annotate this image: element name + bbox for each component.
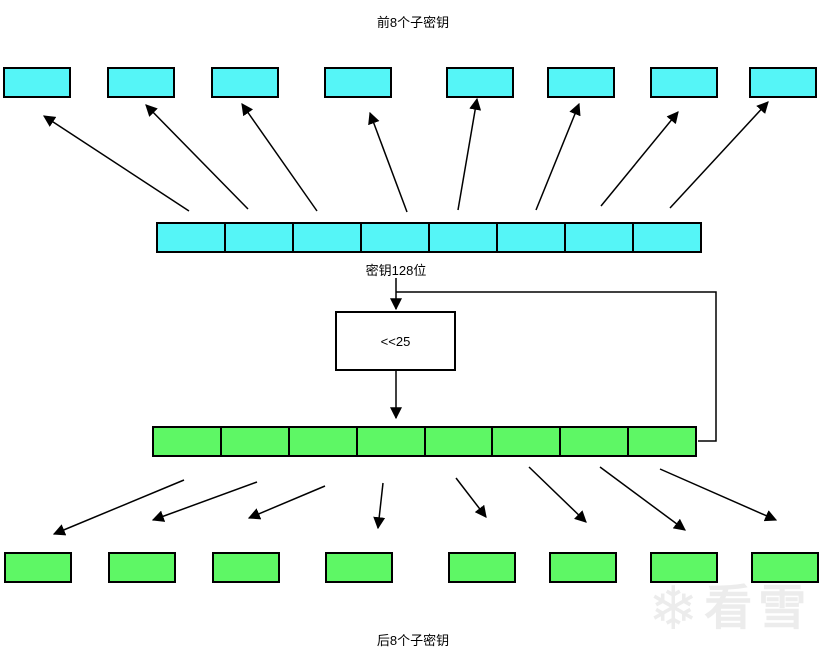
top-subkey-box-4: [324, 67, 392, 98]
arrow-shifted-to-bottom-subkey-4: [373, 482, 386, 530]
arrow-key-to-top-subkey-7: [600, 111, 679, 207]
key-bar-label: 密钥128位: [365, 263, 427, 278]
arrow-key-to-top-subkey-5: [457, 97, 482, 211]
key-bar-128bit: [156, 222, 702, 253]
arrow-shifted-to-bottom-subkey-8: [659, 468, 778, 522]
bottom-subkey-box-4: [325, 552, 393, 583]
key-bar-cell: [632, 224, 700, 251]
shifted-bar-cell: [154, 428, 220, 455]
bottom-title: 后8个子密钥: [376, 633, 450, 648]
watermark-text: 看雪: [704, 582, 813, 635]
key-bar-cell: [428, 224, 496, 251]
top-subkey-box-6: [547, 67, 615, 98]
arrow-shifted-to-bottom-subkey-3: [247, 485, 326, 520]
arrow-shifted-to-bottom-subkey-6: [528, 466, 587, 523]
arrow-key-to-top-subkey-6: [535, 102, 581, 211]
key-bar-cell: [564, 224, 632, 251]
arrow-shifted-to-bottom-subkey-2: [151, 481, 258, 522]
bottom-subkey-box-6: [549, 552, 617, 583]
top-subkey-box-8: [749, 67, 817, 98]
bottom-subkey-box-5: [448, 552, 516, 583]
top-subkey-box-1: [3, 67, 71, 98]
arrow-shifted-to-bottom-subkey-7: [599, 466, 686, 531]
shifted-bar-cell: [355, 428, 424, 455]
arrow-key-to-top-subkey-2: [145, 104, 249, 210]
top-title: 前8个子密钥: [376, 15, 450, 30]
key-bar-cell: [360, 224, 428, 251]
arrow-key-to-top-subkey-8: [669, 101, 769, 209]
shifted-bar-cell: [491, 428, 559, 455]
snowflake-icon: ❄: [648, 575, 699, 642]
shifted-bar-cell: [627, 428, 695, 455]
bottom-subkey-box-8: [751, 552, 819, 583]
shifted-bar-cell: [219, 428, 288, 455]
arrow-key-to-top-subkey-1: [42, 115, 190, 212]
arrow-shifted-to-bottom-subkey-1: [52, 479, 185, 536]
arrow-shifted-to-bottom-subkey-5: [455, 477, 487, 518]
bottom-subkey-box-3: [212, 552, 280, 583]
shifted-bar-cell: [423, 428, 492, 455]
top-subkey-box-2: [107, 67, 175, 98]
shifted-key-bar: [152, 426, 697, 457]
shift-left-25-box: <<25: [335, 311, 456, 371]
bottom-subkey-box-7: [650, 552, 718, 583]
shift-left-25-label: <<25: [380, 333, 411, 349]
shifted-bar-cell: [287, 428, 356, 455]
shifted-bar-cell: [559, 428, 627, 455]
arrow-key-to-top-subkey-3: [241, 103, 318, 212]
bottom-subkey-box-2: [108, 552, 176, 583]
key-bar-cell: [292, 224, 360, 251]
watermark: ❄ 看雪: [648, 578, 812, 640]
arrow-key-to-top-subkey-4: [368, 111, 408, 213]
bottom-subkey-box-1: [4, 552, 72, 583]
key-bar-cell: [224, 224, 292, 251]
key-bar-cell: [496, 224, 564, 251]
key-bar-cell: [158, 224, 224, 251]
top-subkey-box-3: [211, 67, 279, 98]
top-subkey-box-7: [650, 67, 718, 98]
top-subkey-box-5: [446, 67, 514, 98]
